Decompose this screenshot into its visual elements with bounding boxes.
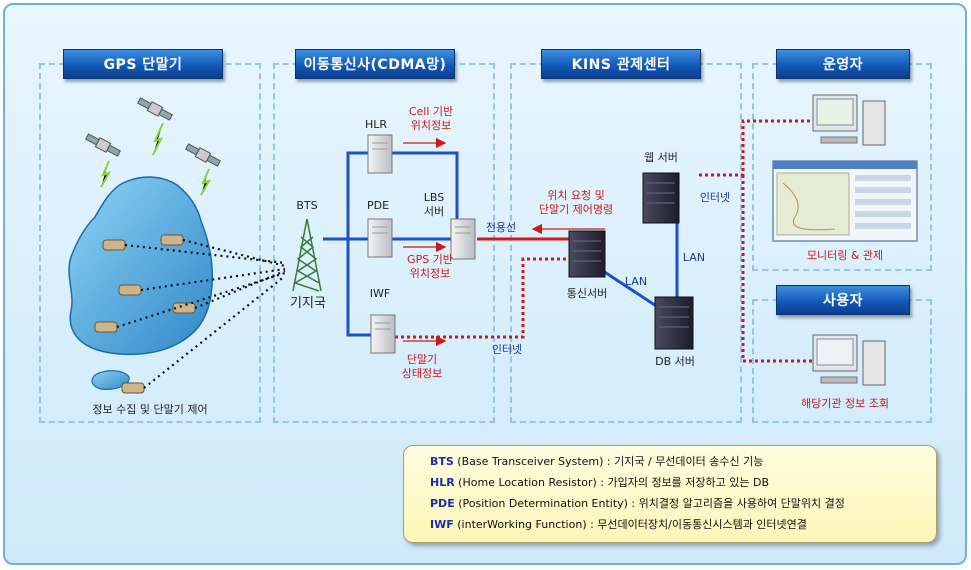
internet-label-web: 인터넷	[699, 191, 731, 204]
bts-label: BTS	[296, 199, 318, 212]
network-graphic	[68, 94, 918, 394]
user-caption: 해당기관 정보 조회	[801, 397, 889, 410]
legend-text: (Base Transceiver System) : 기지국 / 무선데이터 …	[453, 455, 764, 468]
wireless-link	[116, 238, 286, 389]
gps-terminal-icon	[94, 234, 196, 394]
server-icon	[367, 134, 476, 354]
korea-map-icon	[68, 176, 214, 390]
gps-info-label: GPS 기반 위치정보	[407, 253, 453, 280]
section-title-carrier: 이동통신사(CDMA망)	[295, 49, 455, 79]
hlr-label: HLR	[364, 118, 388, 131]
dedicated-line-label: 전용선	[485, 221, 517, 234]
legend-text: (interWorking Function) : 무선데이터장치/이동통신시스…	[453, 518, 807, 531]
rack-server-icon	[568, 172, 694, 350]
terminal-status-label: 단말기 상태정보	[401, 353, 443, 380]
operator-computer-icon	[812, 94, 886, 146]
legend-abbr: BTS	[430, 455, 454, 468]
legend-row-hlr: HLR (Home Location Resistor) : 가입자의 정보를 …	[430, 472, 936, 493]
web-server-label: 웹 서버	[644, 151, 678, 164]
section-title-kins: KINS 관제센터	[541, 49, 701, 79]
pde-label: PDE	[366, 199, 390, 212]
db-server-label: DB 서버	[655, 355, 695, 368]
base-station-label: 기지국	[290, 296, 326, 311]
cell-info-label: Cell 기반 위치정보	[408, 105, 454, 132]
satellite-icon	[85, 97, 221, 167]
lan-label-2: LAN	[624, 275, 648, 288]
section-title-gps: GPS 단말기	[63, 49, 223, 79]
operator-caption: 모니터링 & 관제	[806, 249, 884, 262]
monitoring-screen-icon	[772, 160, 918, 242]
user-computer-icon	[812, 334, 886, 386]
bts-tower-icon	[292, 218, 322, 292]
legend-abbr: IWF	[430, 518, 454, 531]
comm-server-label: 통신서버	[566, 287, 608, 300]
lan-label-1: LAN	[682, 251, 706, 264]
legend-row-iwf: IWF (interWorking Function) : 무선데이터장치/이동…	[430, 514, 936, 535]
legend-row-pde: PDE (Position Determination Entity) : 위치…	[430, 493, 936, 514]
section-title-operator: 운영자	[776, 49, 910, 79]
diagram-frame: GPS 단말기 이동통신사(CDMA망) KINS 관제센터 운영자 사용자 정…	[3, 3, 967, 565]
legend-text: (Position Determination Entity) : 위치결정 알…	[454, 497, 845, 510]
legend-row-bts: BTS (Base Transceiver System) : 기지국 / 무선…	[430, 451, 936, 472]
request-label: 위치 요청 및 단말기 제어명령	[538, 189, 614, 216]
legend-text: (Home Location Resistor) : 가입자의 정보를 저장하고…	[454, 476, 770, 489]
internet-line	[395, 119, 817, 363]
lbs-label: LBS 서버	[423, 191, 445, 218]
gps-caption: 정보 수집 및 단말기 제어	[92, 403, 208, 416]
section-title-user: 사용자	[776, 285, 910, 315]
satellite-signal	[100, 122, 212, 196]
legend-abbr: HLR	[430, 476, 455, 489]
iwf-label: IWF	[369, 287, 391, 300]
legend-box: BTS (Base Transceiver System) : 기지국 / 무선…	[403, 445, 937, 543]
legend-abbr: PDE	[430, 497, 455, 510]
internet-label-kins: 인터넷	[491, 343, 523, 356]
